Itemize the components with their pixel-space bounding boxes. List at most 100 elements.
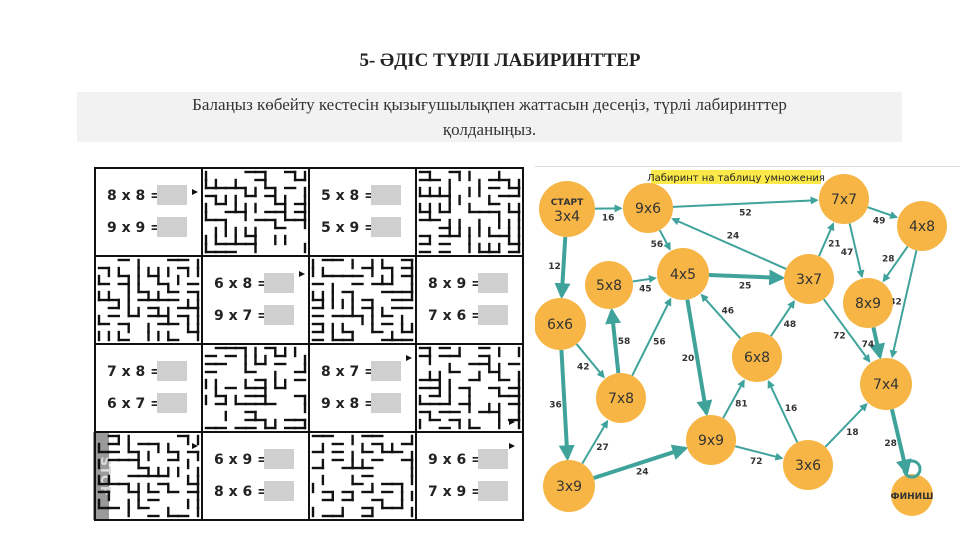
answer-box (371, 217, 401, 237)
node-label: 3x6 (795, 458, 821, 474)
edge-label: 36 (549, 401, 562, 411)
equation-text: 8 x 9 = (428, 276, 483, 292)
equation-text: 6 x 8 = (214, 276, 269, 292)
node-circle (843, 278, 893, 328)
answer-box (264, 449, 294, 469)
maze-arrow-icon (509, 419, 515, 425)
node-label: 5x8 (596, 278, 622, 294)
answer-box (264, 481, 294, 501)
edge-arrow (581, 419, 609, 465)
node-label: 6x6 (547, 317, 573, 333)
node-label: 7x8 (608, 391, 634, 407)
node-circle (596, 373, 646, 423)
edge-label: 72 (833, 332, 846, 342)
node-circle (819, 174, 869, 224)
slide-subtitle: Балаңыз көбейту кестесін қызығушылықпен … (77, 92, 902, 142)
edge-arrow (685, 299, 713, 417)
node-label: 7x7 (831, 192, 857, 208)
node-circle (783, 440, 833, 490)
equation-text: 7 x 6 = (428, 308, 483, 324)
edge-arrow (700, 293, 742, 340)
node-label: 6x8 (744, 350, 770, 366)
equation-text: 9 x 9 = (107, 220, 162, 236)
maze-block (418, 346, 521, 430)
node-circle (686, 415, 736, 465)
answer-box (157, 185, 187, 205)
equation-text: 7 x 8 = (107, 364, 162, 380)
node-circle (539, 181, 595, 237)
maze-arrow-icon (299, 271, 305, 277)
edge-arrow (822, 298, 871, 363)
node-label: 9x6 (635, 201, 661, 217)
edge-arrow (558, 349, 575, 462)
edge-label: 52 (739, 209, 752, 219)
edge-label: 48 (784, 320, 797, 330)
maze-block (204, 170, 307, 254)
answer-box (478, 449, 508, 469)
maze-arrow-icon (192, 443, 198, 449)
edge-label: 74 (862, 340, 875, 350)
answer-box (371, 361, 401, 381)
edge-arrow (767, 379, 799, 443)
edge-label: 81 (735, 400, 748, 410)
node-label: 9x9 (698, 433, 724, 449)
node-label: 8x9 (855, 296, 881, 312)
equation-text: 8 x 8 = (107, 188, 162, 204)
maze-block (204, 346, 307, 430)
edge-label: 58 (618, 337, 631, 347)
equation-text: 6 x 7 = (107, 396, 162, 412)
answer-box (264, 273, 294, 293)
equation-text: 5 x 8 = (321, 188, 376, 204)
graph-banner-text: Лабиринт на таблицу умножения (647, 173, 825, 184)
edge-arrow (671, 217, 787, 270)
edge-arrow (889, 250, 918, 359)
node-label: 4x8 (909, 219, 935, 235)
edge-label: 72 (750, 457, 763, 467)
node-circle (732, 332, 782, 382)
node-label: 3x9 (556, 479, 582, 495)
edge-arrow (631, 297, 672, 377)
edge-arrow (554, 236, 571, 300)
equation-text: 9 x 8 = (321, 396, 376, 412)
maze-cell-border (415, 431, 524, 521)
maze-arrow-icon (509, 443, 515, 449)
edge-arrow (632, 275, 657, 284)
subtitle-line-1: Балаңыз көбейту кестесін қызығушылықпен … (192, 95, 787, 114)
edge-arrow (869, 326, 885, 360)
node-label: 3x4 (554, 209, 580, 225)
maze-block (97, 258, 200, 342)
edge-arrow (770, 300, 795, 337)
edge-label: 12 (548, 262, 561, 272)
edge-arrow (575, 343, 605, 379)
edge-arrow (593, 444, 689, 480)
stop-label: STOP (97, 457, 112, 496)
edge-label: 28 (884, 439, 897, 449)
edge-arrow (734, 445, 784, 461)
edge-label: 16 (602, 213, 615, 223)
maze-block (311, 258, 414, 342)
node-label: 3x7 (796, 272, 822, 288)
node-circle (784, 254, 834, 304)
edge-label: 56 (651, 240, 664, 250)
maze-block (97, 434, 200, 518)
answer-box (371, 185, 401, 205)
answer-box (478, 481, 508, 501)
edge-label: 56 (653, 337, 666, 347)
equation-text: 7 x 9 = (428, 484, 483, 500)
edge-arrow (867, 206, 898, 219)
edge-label: 45 (639, 285, 652, 295)
edge-label: 21 (828, 240, 841, 250)
node-circle (897, 201, 947, 251)
node-label: 4x5 (670, 267, 696, 283)
edge-label: 46 (721, 307, 734, 317)
edge-label: 20 (682, 354, 695, 364)
edge-label: 18 (846, 428, 859, 438)
graph-banner (651, 170, 821, 184)
edge-label: 24 (636, 468, 649, 478)
edge-label: 47 (841, 248, 854, 258)
edge-label: 25 (739, 281, 752, 291)
